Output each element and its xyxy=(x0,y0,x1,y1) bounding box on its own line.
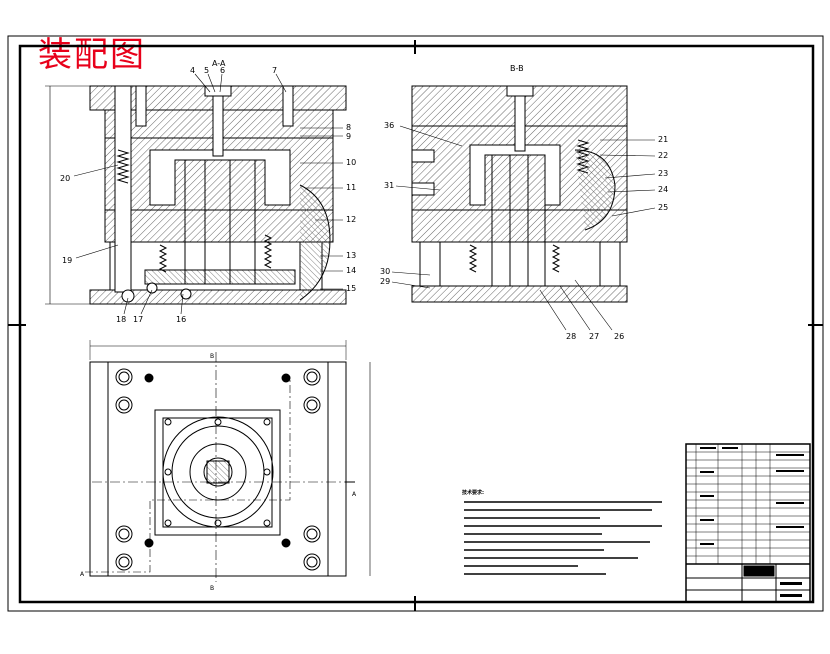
tech-requirements: 技术要求: xyxy=(462,489,662,575)
callout-10: 10 xyxy=(346,158,356,167)
callout-15: 15 xyxy=(346,284,356,293)
callout-18: 18 xyxy=(116,315,126,324)
callout-17: 17 xyxy=(133,315,143,324)
section-aa-label: A-A xyxy=(212,59,226,68)
callout-11: 11 xyxy=(346,183,356,192)
callout-8: 8 xyxy=(346,123,351,132)
callout-25: 25 xyxy=(658,203,668,212)
section-view-bb xyxy=(411,85,628,303)
callout-36: 36 xyxy=(384,121,394,130)
callout-21: 21 xyxy=(658,135,668,144)
callout-28: 28 xyxy=(566,332,576,341)
tech-req-heading: 技术要求: xyxy=(462,489,484,496)
callout-6: 6 xyxy=(220,66,225,75)
callout-13: 13 xyxy=(346,251,356,260)
plan-label-a-right: A xyxy=(352,491,357,498)
callout-14: 14 xyxy=(346,266,356,275)
left-callouts: 4 5 6 7 8 9 10 11 12 13 14 15 16 17 18 1… xyxy=(60,66,356,324)
title-block xyxy=(685,443,811,603)
callout-22: 22 xyxy=(658,151,668,160)
callout-29: 29 xyxy=(380,277,390,286)
section-view-aa xyxy=(45,85,347,305)
section-bb-label: B-B xyxy=(510,64,524,73)
callout-12: 12 xyxy=(346,215,356,224)
plan-label-b-bottom: B xyxy=(210,585,214,592)
plan-view-labels: B B A A xyxy=(80,353,357,592)
callout-24: 24 xyxy=(658,185,668,194)
callout-31: 31 xyxy=(384,181,394,190)
plan-label-a-left: A xyxy=(80,571,85,578)
callout-26: 26 xyxy=(614,332,624,341)
callout-23: 23 xyxy=(658,169,668,178)
plan-view xyxy=(85,340,371,582)
callout-5: 5 xyxy=(204,66,209,75)
drawing-title: 装配图 xyxy=(38,35,146,75)
left-callout-leaders xyxy=(73,73,343,315)
callout-4: 4 xyxy=(190,66,195,75)
callout-27: 27 xyxy=(589,332,599,341)
callout-19: 19 xyxy=(62,256,72,265)
centering-marks xyxy=(8,40,823,611)
callout-16: 16 xyxy=(176,315,186,324)
right-callouts: 36 31 30 29 21 22 23 24 25 26 27 28 xyxy=(380,121,668,341)
callout-30: 30 xyxy=(380,267,390,276)
callout-9: 9 xyxy=(346,132,351,141)
plan-label-b-top: B xyxy=(210,353,214,360)
right-callout-leaders xyxy=(391,125,656,331)
callout-7: 7 xyxy=(272,66,277,75)
callout-20: 20 xyxy=(60,174,70,183)
